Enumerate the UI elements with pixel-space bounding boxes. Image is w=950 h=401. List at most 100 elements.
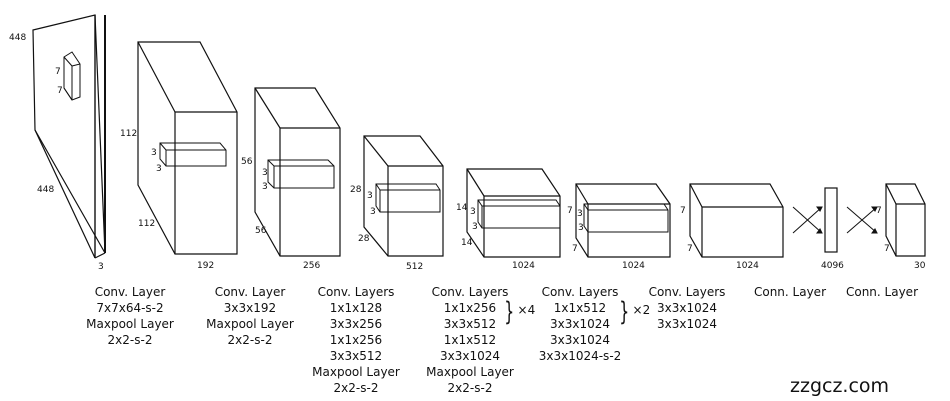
brace-glyph: } [619,297,630,327]
block2-volume [254,87,341,257]
caption-block5: Conv. Layers 3x3x1024 3x3x1024 [637,284,737,332]
block6-height-label: 7 [680,206,686,216]
input-kernel-h-label: 7 [55,67,61,77]
caption-line: 3x3x1024-s-2 [538,349,622,363]
block3-volume [363,135,444,257]
block4-height-label: 14 [456,203,468,213]
caption-line: 1x1x256 [329,333,383,347]
block4-volume [466,168,561,258]
caption-line: Maxpool Layer [312,365,400,379]
output-depth-label: 30 [914,261,926,271]
block1-kernel-h-label: 3 [151,148,157,158]
caption-block4: Conv. Layers 1x1x512 3x3x1024 3x3x1024 3… [530,284,630,364]
block2-kernel-h-label: 3 [262,168,268,178]
block2-depth-label: 256 [303,261,320,271]
fc-connection-cross-2 [846,206,878,234]
caption-line: 1x1x512 [553,301,607,315]
block3-kernel-box [375,183,441,213]
block5-kernel-h-label: 3 [577,209,583,219]
block2-kernel-w-label: 3 [262,182,268,192]
caption-line: 3x3x192 [223,301,277,315]
caption-line: 3x3x1024 [549,317,610,331]
caption-line: Conv. Layers [317,285,395,299]
block1-width-label: 112 [138,219,155,229]
caption-block6: Conn. Layer [740,284,840,300]
block2-kernel-box [267,159,335,189]
caption-block1: Conv. Layer 3x3x192 Maxpool Layer 2x2-s-… [200,284,300,348]
block6-width-label: 7 [687,244,693,254]
caption-input: Conv. Layer 7x7x64-s-2 Maxpool Layer 2x2… [80,284,180,348]
block3-height-label: 28 [350,185,362,195]
block2-width-label: 56 [255,226,267,236]
caption-line: Maxpool Layer [86,317,174,331]
fc-connection-cross-1 [792,206,823,234]
brace-glyph: } [504,297,515,327]
block4-kernel-box [477,199,561,229]
block1-kernel-box [159,142,227,167]
input-depth-label: 3 [98,262,104,272]
input-kernel-box [63,51,81,101]
caption-line: Maxpool Layer [206,317,294,331]
caption-line: 2x2-s-2 [333,381,379,395]
caption-line: Conv. Layer [214,285,286,299]
block3-depth-label: 512 [406,262,423,272]
caption-block3: Conv. Layers 1x1x256 3x3x512 1x1x512 3x3… [420,284,520,396]
caption-line: 3x3x256 [329,317,383,331]
output-height-label: 7 [876,206,882,216]
input-volume [32,14,106,259]
fc-4096-bar [824,187,838,253]
repeat-multiplier: ×4 [517,303,536,317]
caption-line: 3x3x512 [329,349,383,363]
block4-width-label: 14 [461,238,473,248]
block4-kernel-h-label: 3 [470,207,476,217]
caption-line: 2x2-s-2 [447,381,493,395]
caption-line: 2x2-s-2 [227,333,273,347]
block5-depth-label: 1024 [622,261,645,271]
block4-depth-label: 1024 [512,261,535,271]
input-height-label: 448 [9,33,26,43]
repeat-brace-x4: }×4 [501,299,535,325]
repeat-multiplier: ×2 [632,303,651,317]
caption-line: Maxpool Layer [426,365,514,379]
caption-line: 2x2-s-2 [107,333,153,347]
output-width-label: 7 [884,244,890,254]
block1-height-label: 112 [120,129,137,139]
input-kernel-w-label: 7 [57,86,63,96]
block5-height-label: 7 [567,206,573,216]
fc-depth-label: 4096 [821,261,844,271]
caption-line: 3x3x1024 [439,349,500,363]
block5-width-label: 7 [572,244,578,254]
input-width-label: 448 [37,185,54,195]
watermark: zzgcz.com [790,375,890,397]
caption-line: 1x1x128 [329,301,383,315]
block5-kernel-box [583,203,669,233]
caption-fc: Conn. Layer [832,284,932,300]
repeat-brace-x2: }×2 [616,299,650,325]
block5-kernel-w-label: 3 [578,223,584,233]
caption-block2: Conv. Layers 1x1x128 3x3x256 1x1x256 3x3… [306,284,406,396]
output-volume [885,183,926,257]
caption-line: Conv. Layer [94,285,166,299]
caption-line: 3x3x1024 [549,333,610,347]
caption-line: Conn. Layer [753,285,827,299]
caption-line: Conn. Layer [845,285,919,299]
caption-line: Conv. Layers [431,285,509,299]
block5-volume [575,183,671,258]
caption-line: 3x3x512 [443,317,497,331]
block2-height-label: 56 [241,157,253,167]
block3-width-label: 28 [358,234,370,244]
block1-volume [137,41,238,255]
block3-kernel-w-label: 3 [370,207,376,217]
caption-line: 7x7x64-s-2 [96,301,164,315]
block1-depth-label: 192 [197,261,214,271]
block1-kernel-w-label: 3 [156,164,162,174]
block6-depth-label: 1024 [736,261,759,271]
caption-line: 3x3x1024 [656,301,717,315]
caption-line: 3x3x1024 [656,317,717,331]
caption-line: Conv. Layers [648,285,726,299]
caption-line: 1x1x512 [443,333,497,347]
block6-volume [689,183,784,258]
caption-line: Conv. Layers [541,285,619,299]
caption-line: 1x1x256 [443,301,497,315]
